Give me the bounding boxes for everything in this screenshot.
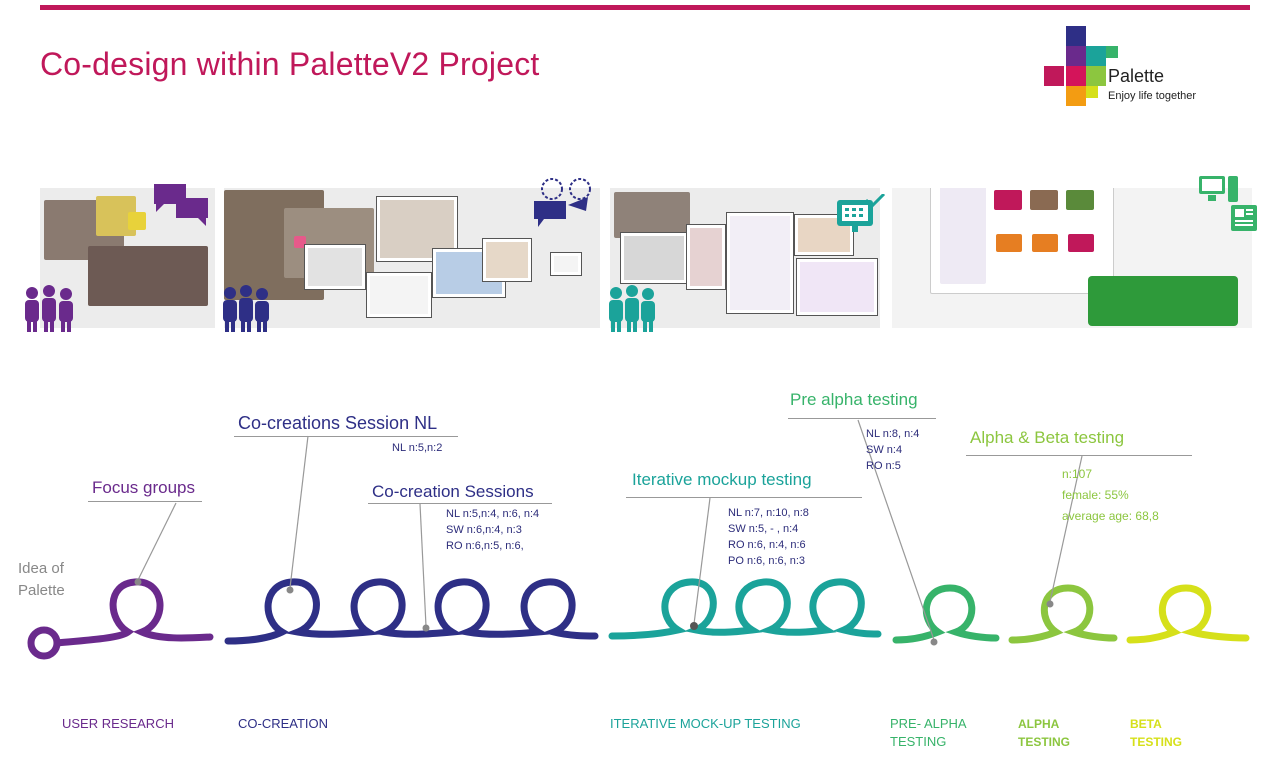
screen-mockup [796, 258, 878, 316]
stage-alpha: ALPHA TESTING [1018, 717, 1071, 749]
logo-square [1066, 86, 1086, 106]
screen-mockup [304, 244, 366, 290]
connector-dot [1046, 600, 1054, 608]
connector-dot [286, 586, 294, 594]
screen-mockup [550, 252, 582, 276]
co-creation-sessions-details: NL n:5,n:4, n:6, n:4 SW n:6,n:4, n:3 RO … [446, 508, 540, 552]
label-underline [234, 436, 458, 437]
chat-bubbles-icon [152, 182, 210, 233]
co-creations-nl-details: NL n:5,n:2 [392, 442, 443, 454]
screen-mockup [726, 212, 794, 314]
co-creation-sessions-label: Co-creation Sessions [372, 482, 534, 501]
thought-bubble-icon [530, 175, 600, 240]
stage-iterative-mockup: ITERATIVE MOCK-UP TESTING [610, 716, 801, 731]
connector-line [419, 503, 427, 627]
screen-mockup [366, 272, 432, 318]
screen-mockup [620, 232, 688, 284]
co-creation-loops [224, 578, 599, 645]
pre-alpha-details: NL n:8, n:4 SW n:4 RO n:5 [866, 428, 920, 472]
stage-beta: BETA TESTING [1130, 717, 1183, 749]
logo-tagline: Enjoy life together [1108, 90, 1197, 102]
people-group-icon [220, 285, 272, 338]
user-research-photo [40, 188, 215, 328]
label-underline [788, 418, 936, 419]
iterative-mockup-testing-label: Iterative mockup testing [632, 470, 812, 489]
logo-square [1066, 26, 1086, 46]
connector-line [693, 497, 711, 625]
beta-loop [1126, 584, 1250, 644]
label-underline [368, 503, 552, 504]
connector-line [289, 435, 309, 589]
connector-line [1049, 455, 1083, 603]
stage-co-creation: CO-CREATION [238, 716, 329, 731]
connector-dot [690, 622, 698, 630]
computer-icon [1198, 174, 1242, 209]
co-creations-session-nl-label: Co-creations Session NL [238, 413, 438, 433]
idea-of-palette-label: Idea of Palette [18, 560, 65, 599]
connector-line [857, 419, 935, 641]
label-underline [966, 455, 1192, 456]
connector-dot [930, 638, 938, 646]
idea-start-circle [27, 626, 61, 660]
label-underline [88, 501, 202, 502]
iterative-mockup-details: NL n:7, n:10, n:8 SW n:5, - , n:4 RO n:6… [728, 507, 809, 567]
stage-pre-alpha: PRE- ALPHA TESTING [890, 716, 967, 749]
stage-user-research: USER RESEARCH [62, 716, 174, 731]
people-group-icon [20, 285, 78, 338]
mockup-testing-loops [608, 578, 882, 640]
connector-line [137, 502, 177, 581]
logo-square [1044, 66, 1064, 86]
screen-mockup [482, 238, 532, 282]
user-research-loop [53, 578, 214, 647]
screen-mockup [432, 248, 506, 298]
logo-square [1086, 66, 1106, 86]
logo-square [1066, 46, 1086, 66]
focus-groups-label: Focus groups [92, 478, 195, 497]
label-underline [626, 497, 862, 498]
logo-square [1086, 86, 1098, 98]
palette-logo: Palette Enjoy life together [1044, 26, 1254, 116]
connector-dot [134, 578, 142, 586]
tablet-check-icon [836, 192, 886, 241]
pre-alpha-testing-label: Pre alpha testing [790, 390, 918, 409]
app-screens-photo [892, 188, 1252, 328]
alpha-loop [1008, 584, 1118, 644]
newspaper-icon [1230, 204, 1258, 237]
alpha-beta-testing-label: Alpha & Beta testing [970, 428, 1125, 447]
logo-square [1086, 46, 1106, 66]
people-group-icon [606, 285, 658, 338]
screen-mockup [686, 224, 726, 290]
connector-dot [422, 624, 430, 632]
logo-square [1106, 46, 1118, 58]
logo-name: Palette [1108, 66, 1165, 86]
page-title: Co-design within PaletteV2 Project [40, 46, 540, 82]
alpha-beta-details: n:107 female: 55% average age: 68,8 [1062, 467, 1159, 523]
pre-alpha-loop [892, 584, 1000, 644]
logo-square [1066, 66, 1086, 86]
top-accent-bar [40, 5, 1250, 10]
